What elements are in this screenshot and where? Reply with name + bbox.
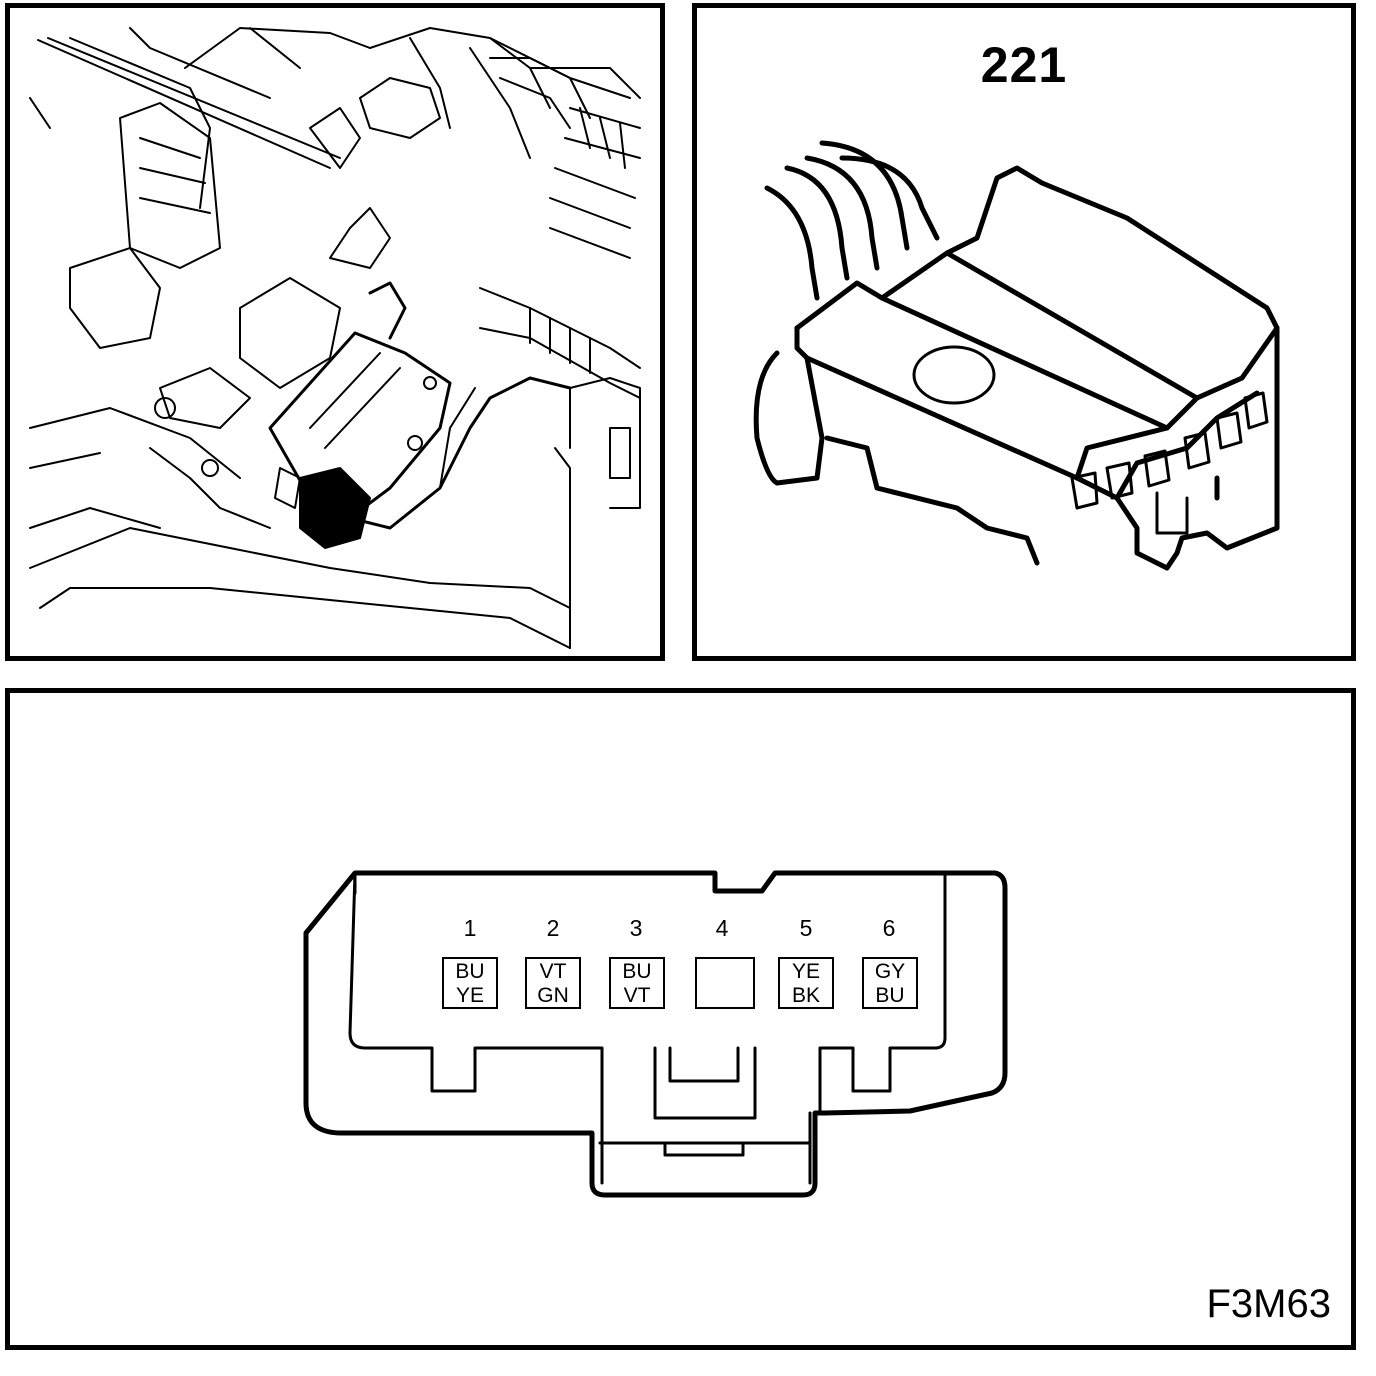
pin-2-wire-color-bottom: GN <box>537 984 569 1007</box>
pin-6-number: 6 <box>882 915 896 941</box>
pin-4-number: 4 <box>715 915 729 941</box>
pin-1-wire-color-top: BU <box>455 960 485 983</box>
pin-2-number: 2 <box>546 915 560 941</box>
component-location-panel <box>5 3 665 661</box>
pin-5-number: 5 <box>799 915 813 941</box>
pin-5-wire-color-top: YE <box>791 960 820 983</box>
pin-5-wire-color-bottom: BK <box>791 984 820 1007</box>
connector-number: 221 <box>980 37 1068 93</box>
pin-1-wire-colors: BU YE <box>442 957 498 1009</box>
pin-6-wire-colors: GY BU <box>862 957 918 1009</box>
connector-3d-drawing <box>753 140 1280 571</box>
pin-1-number: 1 <box>463 915 477 941</box>
connector-view-panel: 221 <box>692 3 1356 661</box>
connector-face-outline <box>303 870 1008 1198</box>
pin-1-wire-color-bottom: YE <box>455 984 484 1007</box>
pinout-panel: 1 2 3 4 5 6 BU YE VT GN BU VT YE BK GY B… <box>5 688 1356 1350</box>
pin-2-wire-color-top: VT <box>539 960 567 983</box>
pin-6-wire-color-top: GY <box>874 960 906 983</box>
figure-reference-code: F3M63 <box>1206 1282 1332 1326</box>
pin-2-wire-colors: VT GN <box>525 957 581 1009</box>
pin-4-wire-colors <box>695 957 755 1009</box>
component-location-drawing <box>29 27 641 649</box>
pin-3-wire-color-bottom: VT <box>623 984 651 1007</box>
pin-3-wire-colors: BU VT <box>609 957 665 1009</box>
pin-3-wire-color-top: BU <box>622 960 652 983</box>
pin-3-number: 3 <box>629 915 643 941</box>
pin-5-wire-colors: YE BK <box>778 957 834 1009</box>
pin-6-wire-color-bottom: BU <box>875 984 905 1007</box>
